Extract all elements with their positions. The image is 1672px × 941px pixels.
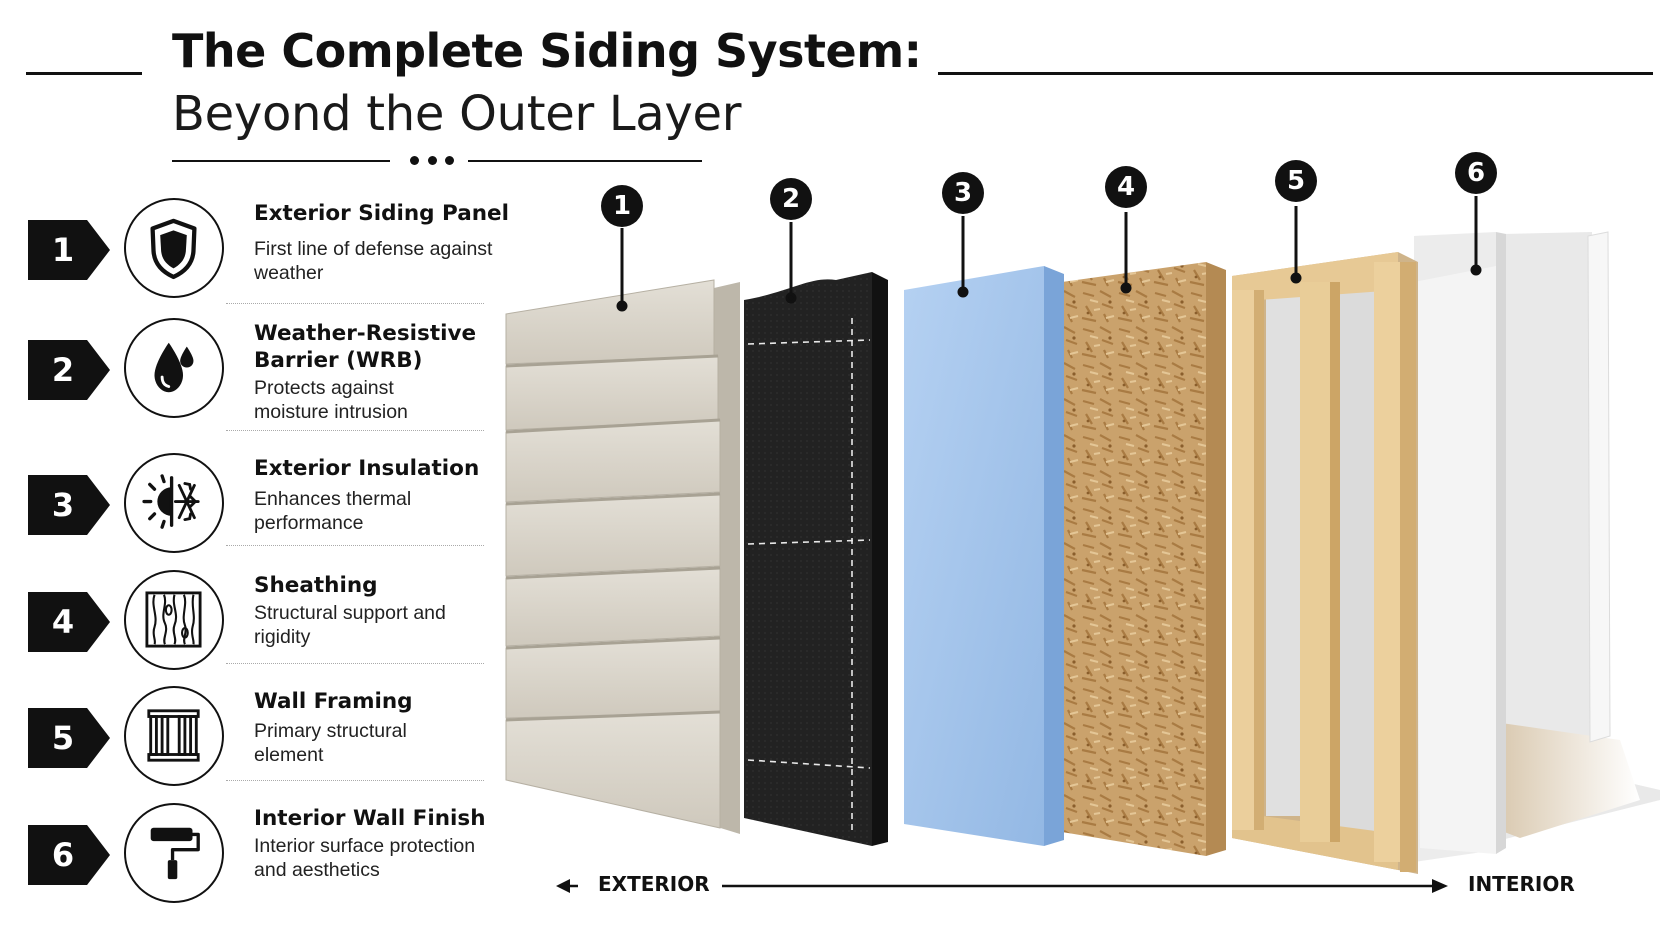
callout-3: 3 <box>942 172 984 214</box>
layer-4-sheathing <box>1062 262 1226 856</box>
title-rule-left <box>26 72 142 75</box>
layer-2-wrb <box>744 272 888 846</box>
layer-6-interior-wall <box>1414 231 1660 862</box>
legend-title: Wall Framing <box>254 689 413 714</box>
legend-title: Weather-Resistive Barrier (WRB) <box>254 321 477 373</box>
legend-title: Interior Wall Finish <box>254 806 486 831</box>
page-title: The Complete Siding System: <box>172 24 922 78</box>
title-rule-right <box>938 72 1653 75</box>
legend-description: Enhances thermal performance <box>254 488 412 534</box>
subtitle-rule-left <box>172 160 390 162</box>
legend-description: Primary structural element <box>254 720 407 766</box>
layer-5-wall-framing <box>1232 252 1418 874</box>
ornament-dots <box>410 156 454 166</box>
callout-4: 4 <box>1105 166 1147 208</box>
legend-item-3: 3 Exterior Insulation Enhances thermal p… <box>26 435 496 553</box>
layer-1-siding <box>505 279 740 834</box>
callout-2: 2 <box>770 178 812 220</box>
legend-item-1: 1 Exterior Siding Panel First line of de… <box>26 180 509 298</box>
sun-snowflake-icon <box>124 453 224 553</box>
wood-grain-icon <box>124 570 224 670</box>
callout-6: 6 <box>1455 152 1497 194</box>
legend-separator <box>226 545 484 546</box>
legend-item-5: 5 Wall Framing Primary structural elemen… <box>26 668 496 786</box>
interior-label: INTERIOR <box>1468 872 1575 896</box>
page-subtitle: Beyond the Outer Layer <box>172 86 742 142</box>
legend-item-6: 6 Interior Wall Finish Interior surface … <box>26 785 496 903</box>
legend-item-4: 4 Sheathing Structural support and rigid… <box>26 552 496 670</box>
legend-separator <box>226 780 484 781</box>
legend-title: Sheathing <box>254 573 378 598</box>
legend-separator <box>226 430 484 431</box>
legend-separator <box>226 303 484 304</box>
legend-description: Interior surface protection and aestheti… <box>254 835 476 881</box>
wall-framing-icon <box>124 686 224 786</box>
layer-3-insulation <box>904 266 1064 846</box>
legend-description: Protects against moisture intrusion <box>254 377 408 423</box>
legend-description: First line of defense against weather <box>254 238 493 284</box>
legend-title: Exterior Insulation <box>254 456 480 481</box>
legend-title: Exterior Siding Panel <box>254 201 509 226</box>
paint-roller-icon <box>124 803 224 903</box>
callout-leaders <box>616 196 1482 312</box>
water-drop-icon <box>124 318 224 418</box>
legend-separator <box>226 663 484 664</box>
callout-5: 5 <box>1275 160 1317 202</box>
direction-arrow <box>556 879 1448 893</box>
legend-description: Structural support and rigidity <box>254 602 446 648</box>
subtitle-rule-right <box>468 160 702 162</box>
legend-item-2: 2 Weather-Resistive Barrier (WRB) Protec… <box>26 300 496 423</box>
shield-icon <box>124 198 224 298</box>
exterior-label: EXTERIOR <box>598 872 710 896</box>
callout-1: 1 <box>601 185 643 227</box>
